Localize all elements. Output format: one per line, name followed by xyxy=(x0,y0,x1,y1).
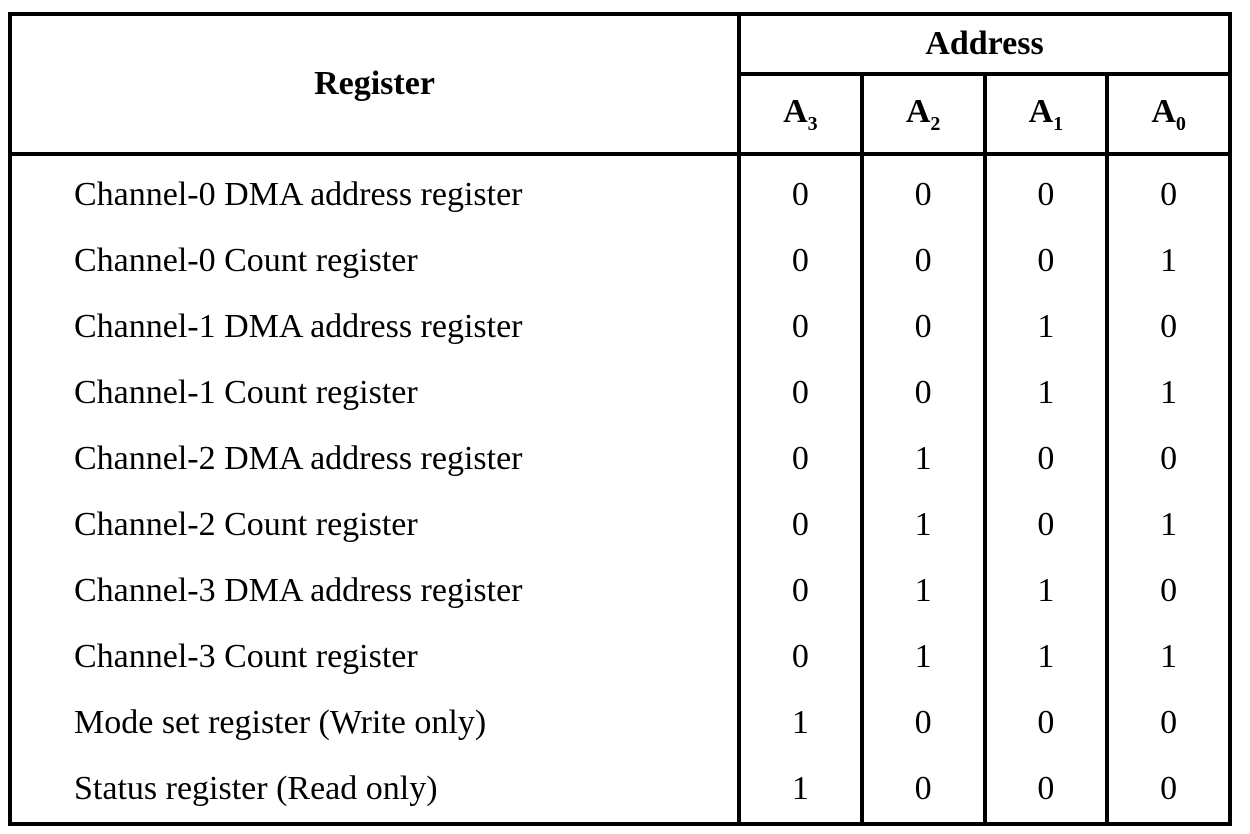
register-name: Channel-0 Count register xyxy=(10,228,741,294)
bit-a3: 0 xyxy=(739,360,864,426)
bit-a1: 0 xyxy=(984,690,1110,756)
table-row: Channel-3 DMA address register 0 1 1 0 xyxy=(10,558,1230,624)
bit-a0: 0 xyxy=(1160,176,1178,213)
bit-a0: 0 xyxy=(1160,308,1178,345)
bit-header-a3: A3 xyxy=(739,74,864,156)
bit-a1: 1 xyxy=(984,294,1110,360)
table-row: Channel-2 Count register 0 1 0 1 xyxy=(10,492,1230,558)
bit-a2: 0 xyxy=(861,690,987,756)
register-address-table: Register Address A3 A2 A1 A0 Channel-0 D… xyxy=(8,12,1232,826)
bit-a0: 0 xyxy=(1160,572,1178,609)
bit-a0: 1 xyxy=(1160,506,1178,543)
bit-a1: 0 xyxy=(984,492,1110,558)
register-name: Channel-3 Count register xyxy=(10,624,741,690)
bit-a3: 1 xyxy=(739,756,864,824)
table-row: Status register (Read only) 1 0 0 0 xyxy=(10,756,1230,824)
register-name: Channel-2 DMA address register xyxy=(10,426,741,492)
bit-a2: 0 xyxy=(861,360,987,426)
bit-a0: 0 xyxy=(1160,704,1178,741)
table-row: Channel-0 Count register 0 0 0 1 xyxy=(10,228,1230,294)
bit-a3: 0 xyxy=(739,154,864,228)
bit-a3: 0 xyxy=(739,228,864,294)
bit-a2: 0 xyxy=(861,154,987,228)
table-row: Channel-0 DMA address register 0 0 0 0 xyxy=(10,154,1230,228)
table-row: Mode set register (Write only) 1 0 0 0 xyxy=(10,690,1230,756)
address-column-group-header: Address xyxy=(739,14,1230,76)
bit-a0: 0 xyxy=(1160,440,1178,477)
bit-a2: 1 xyxy=(861,624,987,690)
bit-a1: 1 xyxy=(984,558,1110,624)
table-row: Channel-1 Count register 0 0 1 1 xyxy=(10,360,1230,426)
register-name: Channel-1 Count register xyxy=(10,360,741,426)
bit-a3: 0 xyxy=(739,558,864,624)
bit-a2: 1 xyxy=(861,492,987,558)
bit-a2: 0 xyxy=(861,228,987,294)
bit-header-a1: A1 xyxy=(984,74,1110,156)
bit-a3: 0 xyxy=(739,426,864,492)
bit-a1: 0 xyxy=(984,756,1110,824)
bit-a1: 1 xyxy=(984,360,1110,426)
bit-a3: 0 xyxy=(739,624,864,690)
register-name: Status register (Read only) xyxy=(10,756,741,824)
register-name: Channel-2 Count register xyxy=(10,492,741,558)
register-column-header: Register xyxy=(10,14,741,156)
bit-a2: 1 xyxy=(861,558,987,624)
bit-a0: 1 xyxy=(1160,242,1178,279)
bit-a1: 0 xyxy=(984,154,1110,228)
bit-a1: 0 xyxy=(984,426,1110,492)
register-name: Channel-3 DMA address register xyxy=(10,558,741,624)
bit-a2: 0 xyxy=(861,294,987,360)
register-name: Channel-1 DMA address register xyxy=(10,294,741,360)
table-row: Channel-3 Count register 0 1 1 1 xyxy=(10,624,1230,690)
bit-a3: 1 xyxy=(739,690,864,756)
bit-a2: 1 xyxy=(861,426,987,492)
bit-a0: 1 xyxy=(1160,374,1178,411)
register-name: Channel-0 DMA address register xyxy=(10,154,741,228)
bit-a3: 0 xyxy=(739,294,864,360)
table-row: Channel-2 DMA address register 0 1 0 0 xyxy=(10,426,1230,492)
table-row: Channel-1 DMA address register 0 0 1 0 xyxy=(10,294,1230,360)
register-name: Mode set register (Write only) xyxy=(10,690,741,756)
bit-a1: 0 xyxy=(984,228,1110,294)
bit-a1: 1 xyxy=(984,624,1110,690)
bit-header-a0: A0 xyxy=(1107,74,1230,156)
bit-a3: 0 xyxy=(739,492,864,558)
bit-a0: 1 xyxy=(1160,638,1178,675)
bit-a0: 0 xyxy=(1160,770,1178,807)
bit-a2: 0 xyxy=(861,756,987,824)
bit-header-a2: A2 xyxy=(861,74,987,156)
